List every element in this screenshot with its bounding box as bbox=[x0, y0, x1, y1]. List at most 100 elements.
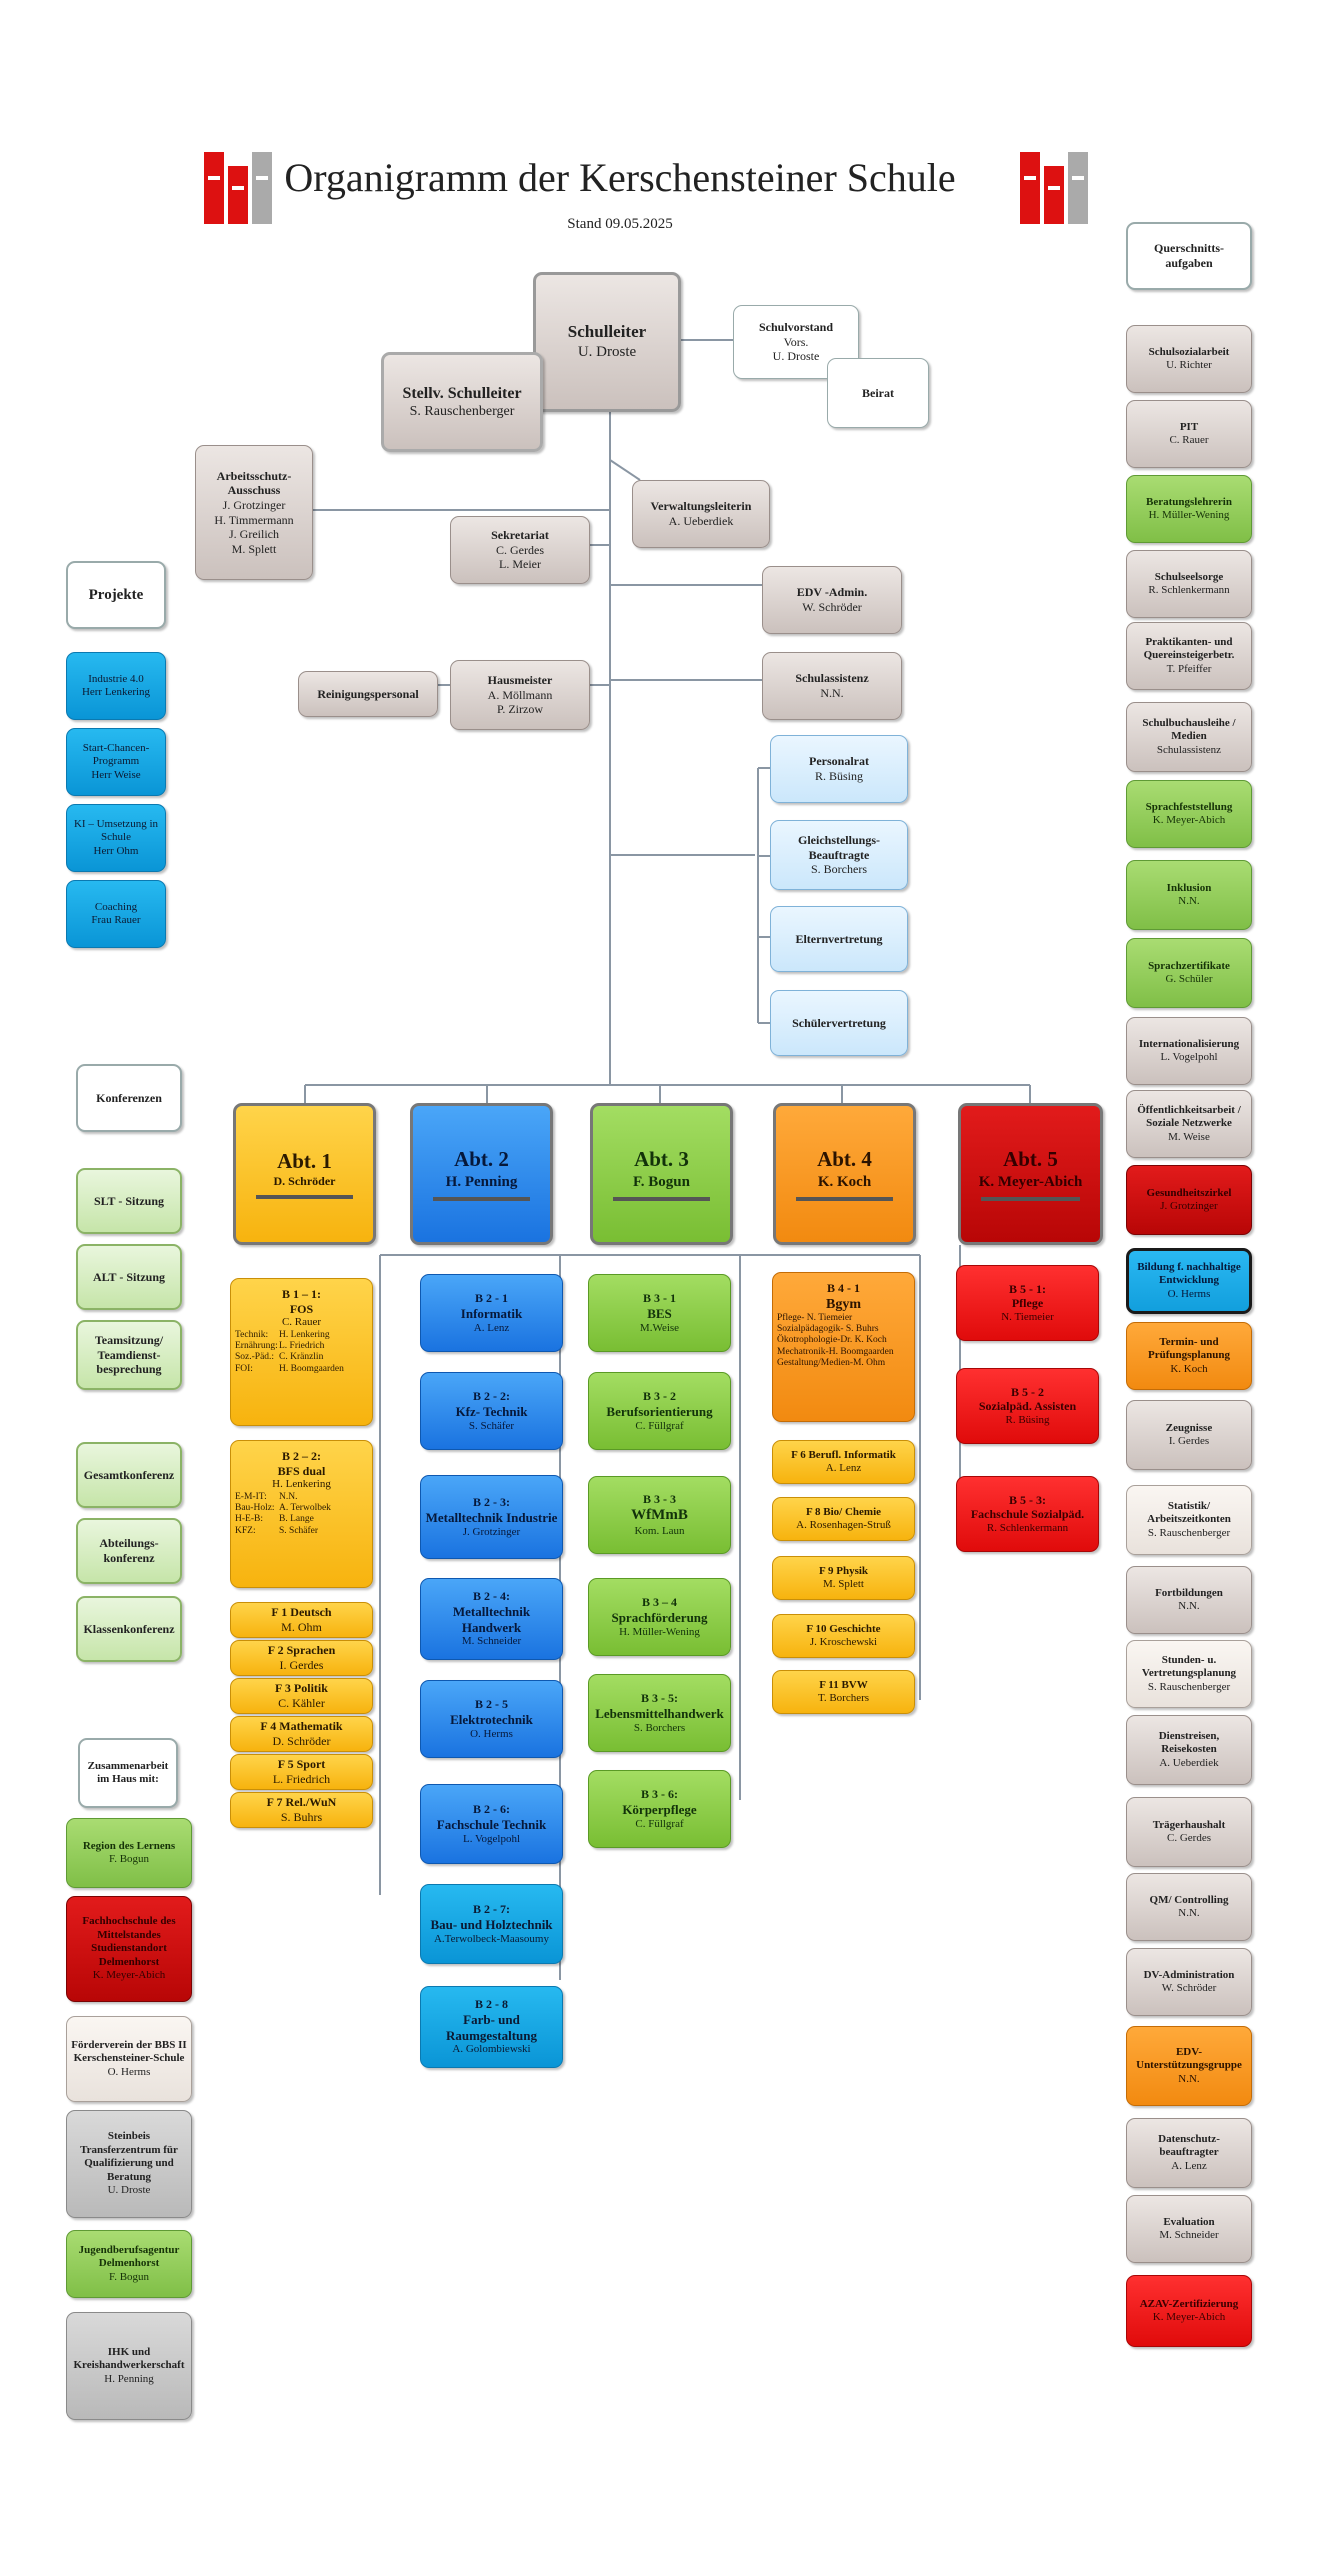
abt2-subject: Kfz- Technik bbox=[455, 1403, 528, 1419]
hausmeister-box[interactable]: Hausmeister A. Möllmann P. Zirzow bbox=[450, 660, 590, 730]
konferenz-item[interactable]: Gesamtkonferenz bbox=[76, 1442, 182, 1508]
querschnitt-title: Beratungslehrerin bbox=[1146, 495, 1232, 508]
abt2-subject: Fachschule Technik bbox=[436, 1816, 547, 1832]
konferenz-item[interactable]: SLT - Sitzung bbox=[76, 1168, 182, 1234]
edv-admin-box[interactable]: EDV -Admin. W. Schröder bbox=[762, 566, 902, 634]
sekretariat-box[interactable]: Sekretariat C. Gerdes L. Meier bbox=[450, 516, 590, 584]
reinigungspersonal-box[interactable]: Reinigungspersonal bbox=[298, 671, 438, 717]
elternvertretung-box[interactable]: Elternvertretung bbox=[770, 906, 908, 972]
schulvorstand-box[interactable]: Schulvorstand Vors. U. Droste bbox=[733, 305, 859, 379]
personalrat-box[interactable]: Personalrat R. Büsing bbox=[770, 735, 908, 803]
b22-box[interactable]: B 2 – 2: BFS dual H. Lenkering E-M-IT:N.… bbox=[230, 1440, 373, 1588]
konferenz-item[interactable]: ALT - Sitzung bbox=[76, 1244, 182, 1310]
beirat-box[interactable]: Beirat bbox=[827, 358, 929, 428]
zusammenarbeit-item[interactable]: Förderverein der BBS II Kerschensteiner-… bbox=[66, 2016, 192, 2102]
verwaltungsleiterin-box[interactable]: Verwaltungsleiterin A. Ueberdiek bbox=[632, 480, 770, 548]
querschnitt-item[interactable]: Praktikanten- und Quereinsteigerbetr.T. … bbox=[1126, 622, 1252, 690]
stellv-schulleiter-box[interactable]: Stellv. Schulleiter S. Rauschenberger bbox=[381, 352, 543, 452]
fach-name: C. Kähler bbox=[278, 1696, 325, 1710]
fach-name: L. Friedrich bbox=[272, 1772, 331, 1786]
konferenz-item[interactable]: Abteilungs-konferenz bbox=[76, 1518, 182, 1584]
arbeitsschutz-box[interactable]: Arbeitsschutz- Ausschuss J. Grotzinger H… bbox=[195, 445, 313, 580]
schuelervertretung-box[interactable]: Schülervertretung bbox=[770, 990, 908, 1056]
zusammenarbeit-item[interactable]: Fachhochschule des Mittelstandes Studien… bbox=[66, 1896, 192, 2002]
konferenz-item[interactable]: Teamsitzung/ Teamdienst-besprechung bbox=[76, 1320, 182, 1390]
abt5-item[interactable]: B 5 - 3:Fachschule Sozialpäd.R. Schlenke… bbox=[956, 1476, 1099, 1552]
b11-box[interactable]: B 1 – 1: FOS C. Rauer Technik:H. Lenkeri… bbox=[230, 1278, 373, 1426]
schulassistenz-box[interactable]: Schulassistenz N.N. bbox=[762, 652, 902, 720]
department-head: K. Koch bbox=[817, 1173, 872, 1190]
querschnitt-item[interactable]: Öffentlichkeitsarbeit / Soziale Netzwerk… bbox=[1126, 1090, 1252, 1158]
gleichstellung-box[interactable]: Gleichstellungs- Beauftragte S. Borchers bbox=[770, 820, 908, 890]
abt3-code: B 3 - 5: bbox=[641, 1691, 678, 1706]
schulleiter-box[interactable]: Schulleiter U. Droste bbox=[533, 272, 681, 412]
zusammenarbeit-item[interactable]: Steinbeis Transferzentrum für Qualifizie… bbox=[66, 2110, 192, 2218]
konferenz-item[interactable]: Klassenkonferenz bbox=[76, 1596, 182, 1662]
